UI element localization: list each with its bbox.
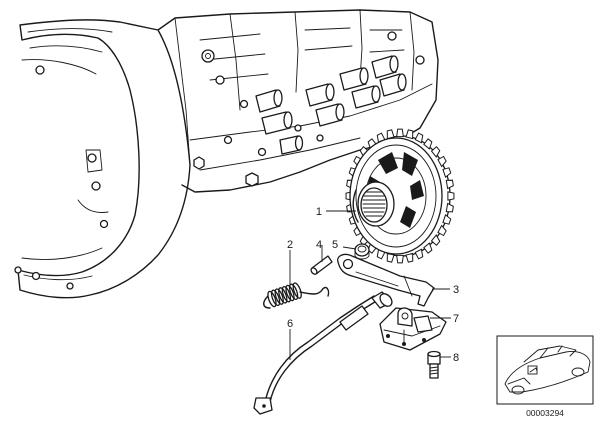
gear-tooth <box>430 234 441 247</box>
callout-6: 6 <box>287 318 293 330</box>
part-8-bolt <box>427 350 441 379</box>
gear-tooth <box>447 191 455 201</box>
spring-coil <box>270 289 281 307</box>
part-7-guide-plate <box>379 307 447 351</box>
part-2-spring <box>263 282 330 309</box>
callout-8: 8 <box>453 352 459 364</box>
car-thumbnail <box>496 335 594 405</box>
gear-tooth <box>396 128 404 138</box>
leader-lines <box>289 210 451 360</box>
callout-3: 3 <box>453 284 459 296</box>
gear-tooth <box>442 214 452 225</box>
gear-tooth <box>442 167 452 178</box>
transmission-housing <box>14 9 439 299</box>
part-6-selector-rod <box>253 291 393 415</box>
gear-tooth <box>437 155 447 168</box>
part-5-bushing <box>354 243 370 260</box>
gear-tooth <box>437 224 447 237</box>
spring-coil <box>274 288 284 305</box>
gear-tooth <box>414 248 424 260</box>
callout-5: 5 <box>332 239 338 251</box>
spring-coil <box>278 287 288 304</box>
callout-4: 4 <box>316 239 322 251</box>
gear-tooth <box>396 254 404 264</box>
callout-labels: 1 2 3 4 5 6 7 8 <box>287 206 459 364</box>
diagram-number: 00003294 <box>526 408 564 418</box>
spring-coil <box>285 284 295 302</box>
spring-coil <box>281 285 292 303</box>
spring-coil <box>288 283 299 301</box>
gear-tooth <box>386 129 395 140</box>
part-1-parking-lock-gear <box>345 128 455 264</box>
spring-coil <box>292 282 302 299</box>
gear-tooth <box>423 138 433 150</box>
gear-tooth <box>430 145 441 158</box>
spring-coil <box>267 290 277 308</box>
gear-tooth <box>423 242 433 254</box>
gear-tooth <box>445 179 454 190</box>
gear-tooth <box>445 202 454 213</box>
part-3-parking-lever <box>337 253 435 307</box>
part-4-pin <box>310 255 333 275</box>
callout-2: 2 <box>287 239 293 251</box>
gear-tooth <box>414 132 424 144</box>
gear-tooth <box>386 252 395 263</box>
gear-tooth <box>405 252 414 263</box>
callout-1: 1 <box>316 206 322 218</box>
gear-tooth <box>405 129 414 140</box>
callout-7: 7 <box>453 313 459 325</box>
